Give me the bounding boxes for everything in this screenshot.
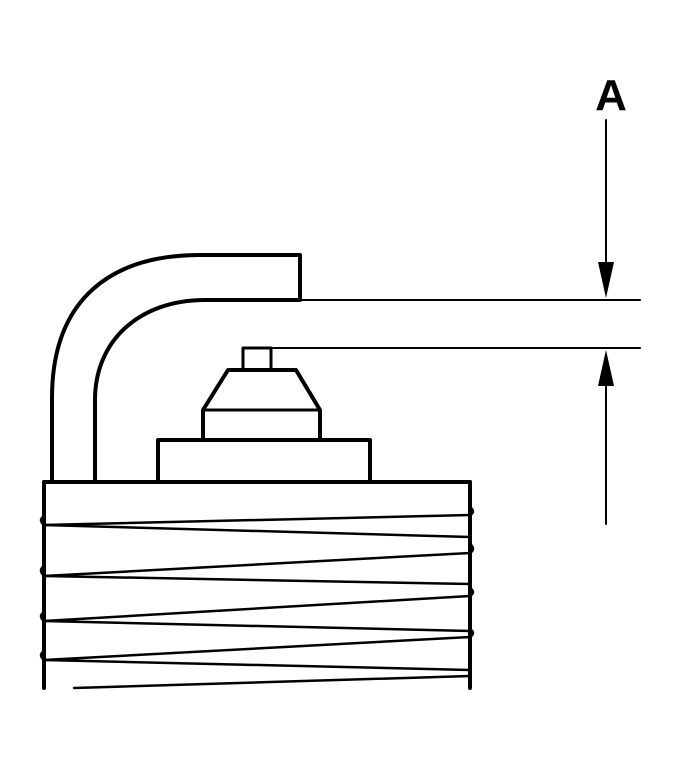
center-electrode-tip	[241, 346, 273, 372]
center-electrode-insulator	[156, 438, 372, 484]
gap-dimension-label: A	[595, 71, 627, 120]
ground-electrode	[50, 253, 302, 482]
dimension-extension-lines	[270, 299, 641, 349]
center-electrode-cone	[201, 368, 322, 442]
threaded-shell	[39, 480, 475, 690]
dimension-arrow-down	[598, 119, 614, 298]
dimension-arrow-up	[598, 350, 614, 525]
